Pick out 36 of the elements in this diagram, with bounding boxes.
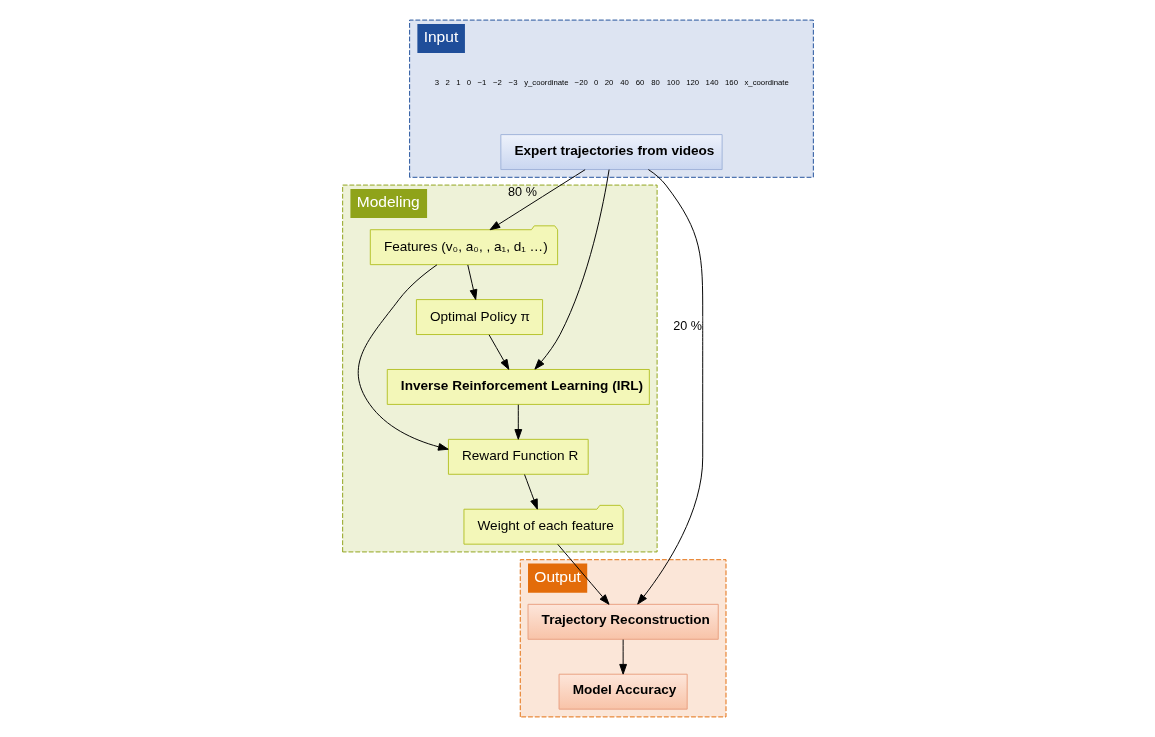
label: 120 (685, 77, 699, 87)
label: 40 (619, 77, 629, 87)
label: −20 (574, 77, 588, 87)
label: 1 (455, 77, 461, 87)
label: 160 (724, 77, 738, 87)
arrow (489, 169, 586, 231)
label: −3 (508, 77, 517, 87)
arrow (556, 543, 609, 605)
label: 0 (593, 77, 598, 87)
label: 80 (650, 77, 660, 87)
node-box: Expert trajectories from videos (499, 134, 723, 171)
label: −2 (492, 77, 502, 87)
node-box: Trajectory Reconstruction (527, 603, 719, 640)
arrow (357, 264, 449, 451)
arrow (533, 169, 610, 370)
label: 20 (604, 77, 613, 87)
label: 140 (705, 77, 719, 87)
label: x_coordinate (743, 77, 789, 87)
arrow (466, 264, 477, 300)
edge-label: 20 % (672, 319, 702, 334)
label: 100 (666, 77, 680, 87)
arrow (513, 404, 522, 440)
label: 2 (445, 77, 450, 87)
label: −1 (477, 77, 486, 87)
edge-label: 80 % (507, 185, 537, 200)
arrow (618, 639, 627, 675)
label: 60 (635, 77, 644, 87)
label: 3 (434, 77, 439, 87)
label: 0 (466, 77, 471, 87)
node-box: Model Accuracy (558, 673, 688, 710)
label: y_coordinate (523, 77, 569, 87)
node-box: Reward Function R (447, 438, 589, 475)
node-box: Optimal Policy π (415, 299, 543, 335)
node-box: Inverse Reinforcement Learning (IRL) (386, 369, 650, 405)
arrow (488, 334, 509, 370)
arrow (523, 474, 538, 510)
